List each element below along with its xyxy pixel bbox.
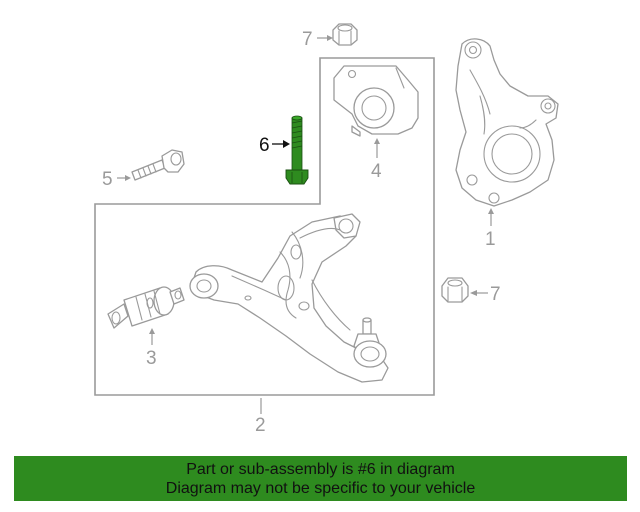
arrow-1	[488, 208, 494, 214]
arrow-7-right	[470, 290, 477, 296]
arrow-5	[125, 175, 131, 181]
callout-2: 2	[255, 415, 266, 436]
callout-7-top: 7	[302, 29, 313, 50]
banner-line-part: Part or sub-assembly is #6 in diagram	[186, 461, 455, 478]
arrow-3	[149, 328, 155, 334]
banner-line-disclaimer: Diagram may not be specific to your vehi…	[165, 480, 476, 497]
callout-7-right: 7	[490, 284, 501, 305]
front-bushing[interactable]	[107, 286, 185, 329]
lower-control-arm[interactable]	[189, 213, 389, 383]
callout-5: 5	[102, 169, 113, 190]
rear-bushing[interactable]	[333, 65, 419, 137]
nut-right[interactable]	[441, 277, 469, 303]
nut-top[interactable]	[332, 23, 358, 46]
info-banner: Part or sub-assembly is #6 in diagram Di…	[14, 456, 627, 501]
arrow-7-top	[327, 35, 333, 41]
bolt-6-highlighted[interactable]	[285, 115, 309, 185]
steering-knuckle[interactable]	[455, 38, 559, 207]
callout-3: 3	[146, 348, 157, 369]
bolt-5[interactable]	[131, 149, 185, 181]
ball-joint[interactable]	[353, 317, 387, 368]
arrow-4	[374, 138, 380, 144]
assembly-frame	[94, 57, 435, 396]
arrow-6	[283, 140, 290, 148]
callout-6: 6	[259, 135, 270, 156]
callout-4: 4	[371, 161, 382, 182]
callout-1: 1	[485, 229, 496, 250]
